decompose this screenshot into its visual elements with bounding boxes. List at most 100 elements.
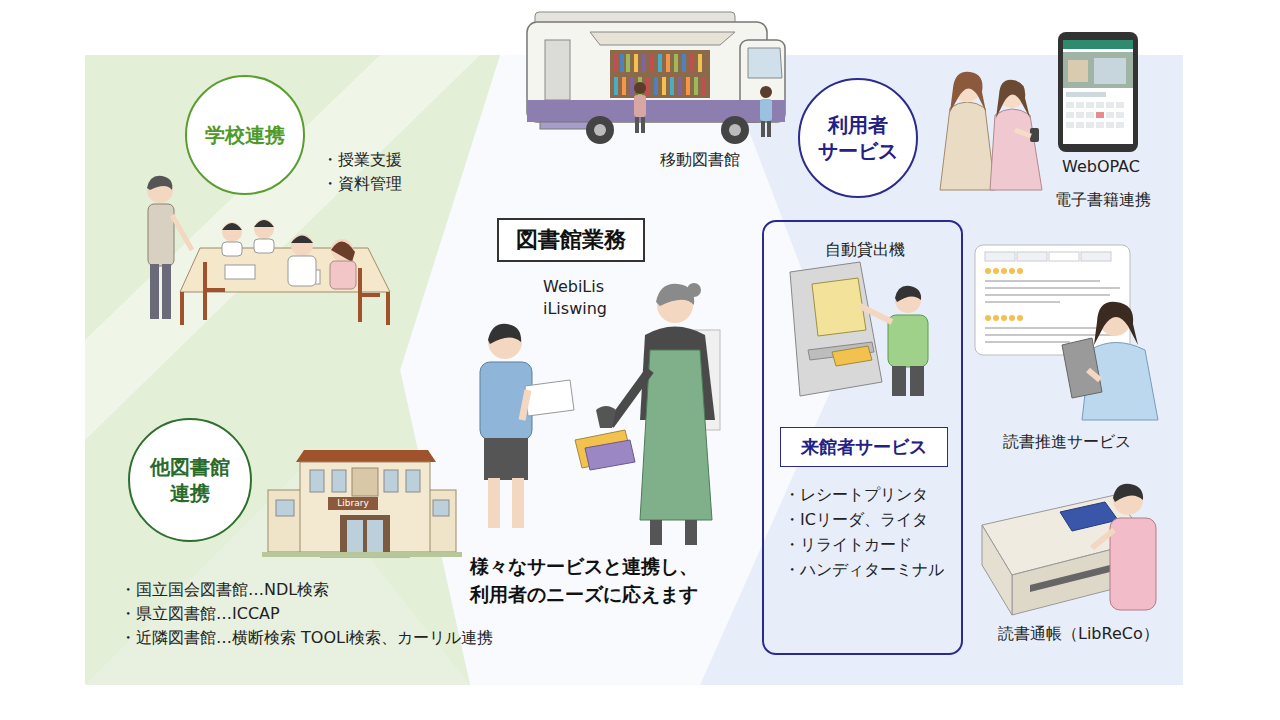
node-title: 利用者 サービス (812, 112, 904, 164)
illustration-part (360, 268, 380, 322)
illustration-part (254, 219, 274, 239)
device-item: ・ハンディターミナル (784, 560, 944, 581)
library-building (262, 450, 462, 558)
illustration-part (650, 520, 662, 545)
illustration-part (1015, 130, 1031, 136)
illustration-part (1060, 502, 1118, 531)
device-caption: 自動貸出機 (825, 240, 905, 261)
illustration-part (1058, 32, 1138, 152)
illustration-part (522, 390, 528, 420)
illustration-part (1030, 565, 1110, 592)
illustration-part (1066, 122, 1074, 128)
illustration-part (1096, 112, 1104, 118)
bullet-item: ・近隣図書館…横断検索 TOOLi検索、カーリル連携 (120, 628, 493, 648)
illustration-part (1017, 252, 1047, 261)
illustration-part (985, 327, 1100, 329)
illustration-part (225, 265, 255, 279)
illustration-part (222, 223, 242, 230)
illustration-part (1063, 40, 1133, 144)
illustration-part (268, 490, 303, 552)
illustration-part (1068, 60, 1088, 82)
illustration-part (614, 54, 618, 72)
illustration-part (162, 264, 171, 319)
illustration-part (996, 80, 1030, 118)
illustration-part (670, 77, 674, 95)
illustration-part (685, 520, 697, 545)
illustration-part (1116, 102, 1124, 108)
illustration-caption: 電子書籍連携 (1055, 190, 1151, 210)
device-item: ・ICリーダ、ライタ (784, 510, 928, 531)
node-title: 来館者サービス (801, 435, 927, 458)
illustration-part (1017, 268, 1023, 274)
illustration-part (990, 109, 1042, 190)
bullet-item: ・国立国会図書館…NDL検索 (120, 580, 329, 600)
illustration-part (1096, 102, 1104, 108)
illustration-part (985, 301, 1060, 303)
tagline: 様々なサービスと連携し、 利用者のニーズに応えます (470, 553, 725, 608)
illustration-part (352, 468, 378, 496)
illustration-part (985, 252, 1015, 261)
illustration-part (85, 55, 500, 685)
background (85, 55, 1183, 685)
illustration-part (654, 77, 658, 95)
illustration-part (616, 54, 704, 95)
illustration-part (1001, 315, 1007, 321)
illustration-part (767, 121, 771, 137)
illustration-part (678, 77, 682, 95)
illustration-part (262, 552, 462, 557)
illustration-part (694, 77, 698, 95)
illustration-part (626, 54, 630, 72)
illustration-part (222, 222, 242, 242)
illustration-part (1094, 302, 1138, 345)
illustration-part (148, 204, 174, 266)
illustration-part (614, 77, 618, 95)
illustration-part (85, 55, 480, 440)
illustration-part (1066, 102, 1124, 128)
illustration-part (1063, 52, 1133, 88)
illustration-part (610, 50, 710, 98)
illustration-part (1081, 252, 1111, 261)
illustration-part (586, 116, 614, 144)
category-circle: 利用者 サービス (798, 78, 918, 198)
illustration-part (340, 515, 390, 552)
illustration-part (674, 54, 678, 72)
illustration-part (1116, 122, 1124, 128)
illustration-part (147, 176, 172, 190)
illustration-part (1094, 58, 1126, 84)
illustration-part (1092, 530, 1114, 548)
bullet-item: ・県立図書館…ICCAP (120, 604, 280, 624)
illustration-part (641, 117, 645, 133)
core-box: 図書館業務 (497, 218, 645, 262)
illustration-part (1066, 102, 1074, 108)
illustration-part (310, 470, 324, 492)
illustration-part (484, 438, 528, 480)
illustration-part (895, 286, 921, 302)
illustration-part (975, 245, 1130, 355)
illustration-part (985, 287, 1120, 289)
illustration-caption: 読書通帳（LibReCo） (998, 624, 1159, 644)
librarian-scene (480, 283, 720, 545)
illustration-part (666, 54, 670, 72)
illustration-part (662, 77, 666, 95)
illustration-part (433, 500, 449, 516)
illustration-part (428, 490, 456, 552)
illustration-part (254, 239, 274, 253)
illustration-part (85, 55, 1183, 685)
illustration-part (686, 77, 690, 95)
illustration-part (610, 370, 650, 425)
illustration-part (1110, 518, 1156, 610)
illustration-part (1086, 102, 1094, 108)
illustration-part (1096, 112, 1104, 118)
illustration-part (347, 520, 363, 552)
illustration-part (205, 262, 225, 320)
illustration-part (682, 54, 686, 72)
illustration-part (480, 362, 532, 440)
illustration-part (860, 306, 892, 322)
illustration-part (985, 315, 991, 321)
illustration-part (620, 54, 624, 72)
illustration-part (1106, 122, 1114, 128)
bullet-item: ・資料管理 (322, 174, 402, 194)
illustration-part (1106, 112, 1114, 118)
illustration-part (525, 380, 574, 416)
